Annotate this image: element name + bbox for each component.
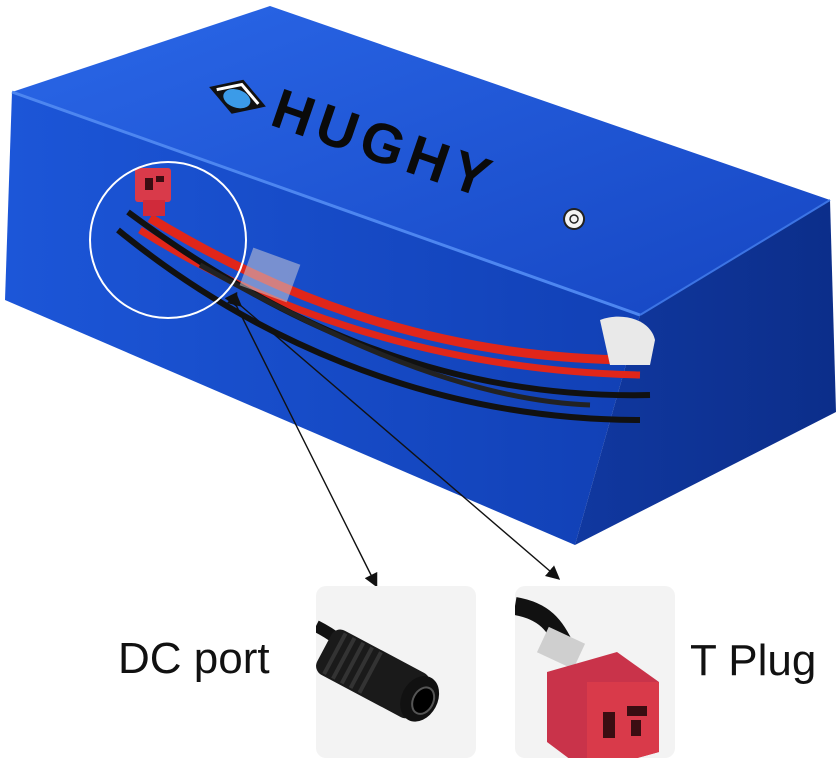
t-plug-arrow (226, 292, 561, 580)
t-plug-photo (515, 586, 675, 758)
battery-pack (5, 6, 836, 545)
battery-t-plug (135, 168, 171, 216)
dc-port-label: DC port (118, 634, 270, 683)
battery-side-face (575, 200, 836, 545)
dc-port-photo (316, 586, 476, 758)
certification-mark-icon (563, 208, 586, 231)
diamond-logo-icon (209, 79, 266, 114)
t-plug-label: T Plug (690, 636, 817, 685)
connector-highlight-circle (89, 161, 247, 319)
battery-top-face (12, 6, 830, 315)
